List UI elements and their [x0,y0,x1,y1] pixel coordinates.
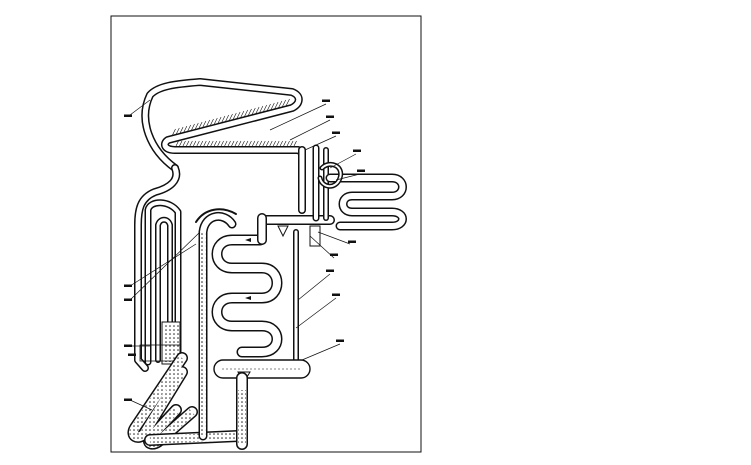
leader-tag [326,115,334,118]
leader-tag [322,99,330,102]
fin-mark [269,140,273,147]
fin-mark [281,99,286,108]
fin-mark [293,140,297,147]
fin-mark [179,140,183,147]
fin-mark [238,140,242,147]
leader-lines [129,99,361,411]
fin-mark [186,124,191,133]
fin-mark [175,140,179,147]
fin-mark [240,110,245,119]
fin-mark [252,140,256,147]
fin-mark [247,108,252,117]
fin-mark [227,140,231,147]
fin-mark [241,140,245,147]
fin-mark [279,140,283,147]
leader-tag [124,398,132,401]
fin-mark [175,127,180,136]
absorber-coil [127,352,244,450]
fin-mark [202,120,207,129]
tag-marks [124,99,365,401]
leader-tag [353,149,361,152]
fin-mark [224,140,228,147]
condenser-fins [171,98,297,147]
reservoir-tank [213,359,311,383]
leader-tag [332,131,340,134]
fin-mark [231,140,235,147]
leader-tag [357,169,365,172]
fin-mark [186,140,190,147]
fin-mark [189,140,193,147]
fin-mark [245,140,249,147]
fin-mark [198,121,203,130]
fin-mark [203,140,207,147]
leader-tag [336,339,344,342]
fin-mark [255,140,259,147]
fin-mark [217,140,221,147]
fin-mark [228,113,233,122]
fin-mark [209,118,214,127]
fin-mark [171,128,176,137]
fin-mark [205,119,210,128]
fin-mark [283,140,287,147]
fin-mark [255,106,260,115]
fin-mark [251,107,256,116]
left-riser-pipe [134,164,181,372]
right-vertical-pipes [293,144,329,363]
fin-mark [232,112,237,121]
leader-tag [332,293,340,296]
fin-mark [182,140,186,147]
fin-mark [183,125,188,134]
fin-mark [285,98,290,107]
fin-mark [259,105,264,114]
fin-mark [234,140,238,147]
leader-tag [124,344,132,347]
center-riser-pipe [195,208,237,441]
fin-mark [190,123,195,132]
fin-mark [259,140,263,147]
fin-mark [217,116,222,125]
fin-mark [262,104,267,113]
fin-mark [220,140,224,147]
fin-mark [290,140,294,147]
leader-tag [128,353,136,356]
fin-mark [270,102,275,111]
fin-mark [248,140,252,147]
fin-mark [266,103,271,112]
fin-mark [194,122,199,131]
fin-mark [210,140,214,147]
left-heat-exchanger [139,199,182,366]
fin-mark [193,140,197,147]
evaporator-serpentine [211,234,283,358]
condenser-top-loop [141,78,306,172]
sheet-border [110,15,422,453]
fin-mark [286,140,290,147]
fin-mark [274,101,279,110]
fin-mark [262,140,266,147]
leader-tag [124,298,132,301]
fin-mark [221,115,226,124]
fin-mark [200,140,204,147]
fin-mark [236,111,241,120]
fin-mark [276,140,280,147]
fin-mark [213,140,217,147]
fin-mark [265,140,270,147]
fin-mark [278,100,283,109]
fin-mark [243,109,248,118]
leader-tag [348,240,356,243]
leader-tag [124,114,132,117]
leader-tag [326,269,334,272]
fin-mark [213,117,218,126]
leader-tag [330,253,338,256]
leader-tag [124,284,132,287]
fin-mark [206,140,211,147]
fin-mark [196,140,200,147]
fin-mark [272,140,276,147]
generator-coil [317,161,407,231]
fin-mark [224,114,229,123]
fin-mark [179,126,184,135]
